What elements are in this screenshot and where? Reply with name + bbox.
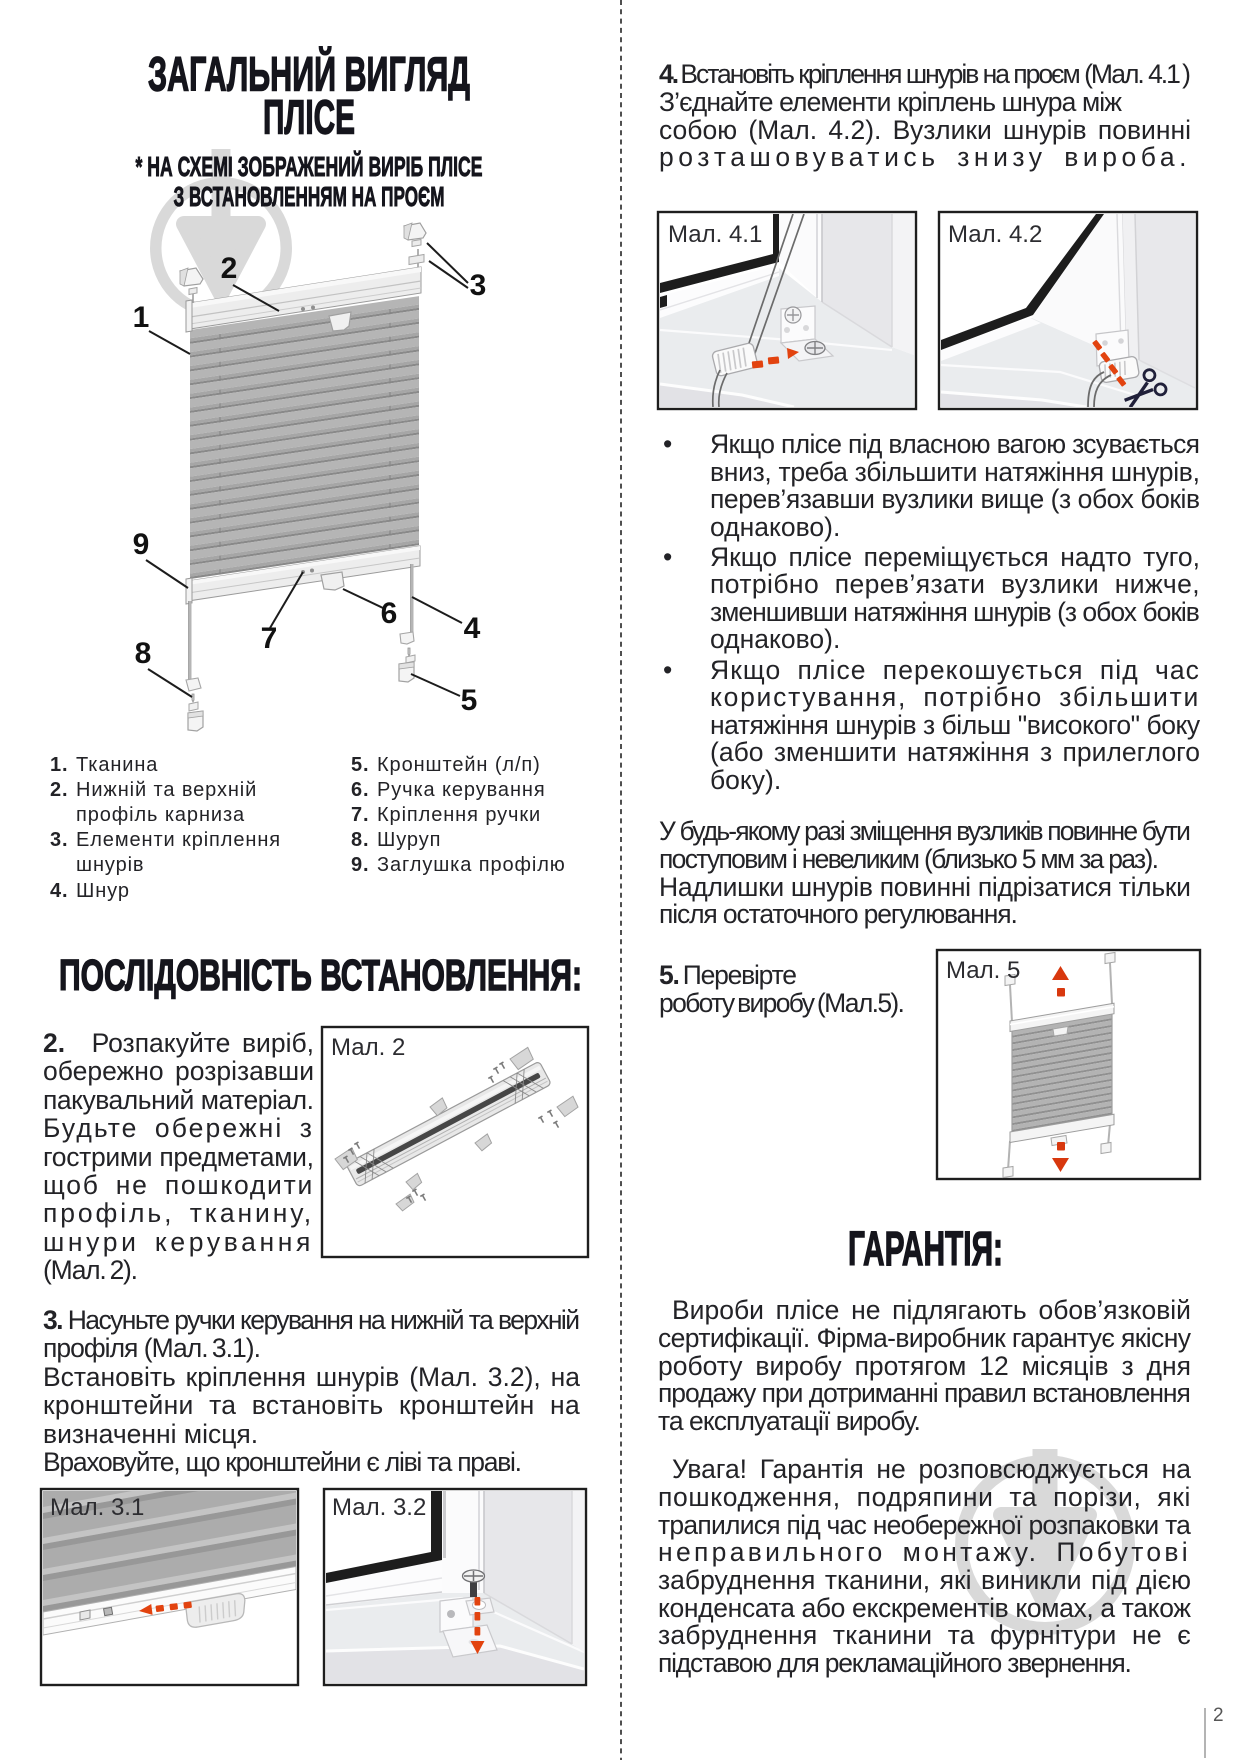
svg-text:ЗАГАЛЬНИЙ ВИГЛЯД: ЗАГАЛЬНИЙ ВИГЛЯД xyxy=(148,47,470,102)
svg-text:* НА СХЕМІ ЗОБРАЖЕНИЙ ВИРІБ ПЛ: * НА СХЕМІ ЗОБРАЖЕНИЙ ВИРІБ ПЛІСЕ xyxy=(136,151,483,182)
svg-text:ПОСЛІДОВНІСТЬ ВСТАНОВЛЕННЯ:: ПОСЛІДОВНІСТЬ ВСТАНОВЛЕННЯ: xyxy=(59,951,582,1000)
svg-text:ГАРАНТІЯ:: ГАРАНТІЯ: xyxy=(848,1223,1003,1276)
svg-text:З ВСТАНОВЛЕННЯМ НА ПРОЄМ: З ВСТАНОВЛЕННЯМ НА ПРОЄМ xyxy=(174,181,445,212)
svg-text:ПЛІСЕ: ПЛІСЕ xyxy=(263,92,355,145)
